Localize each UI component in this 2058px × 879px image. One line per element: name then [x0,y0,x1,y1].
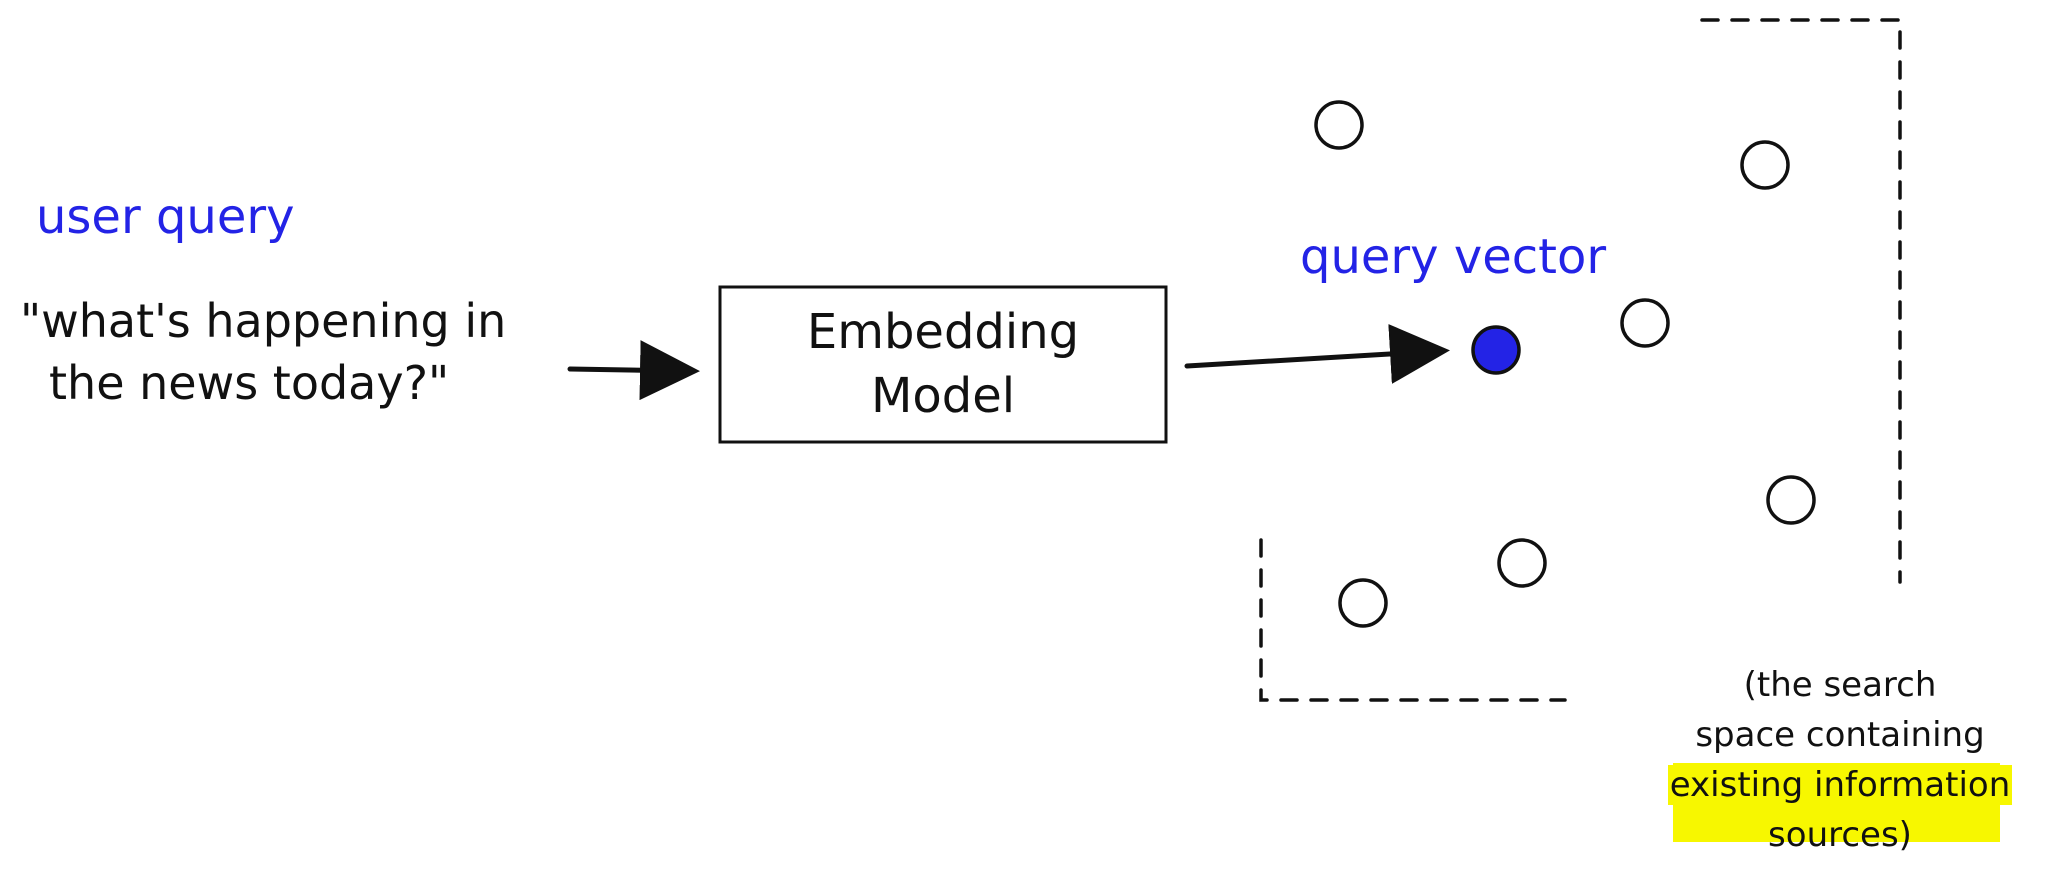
search-space-note-line-1: (the search [1743,665,1937,705]
search-space-note-line-3: existing information [1650,760,2030,810]
vector-point [1338,578,1388,628]
search-space-note: (the search space containing existing in… [1650,660,2030,860]
user-query-label: user query [36,189,295,245]
search-space-note-line-2: space containing [1695,715,1985,755]
search-space-bracket-top-right [1700,18,1902,584]
query-vector-label: query vector [1300,229,1607,285]
embedding-model-label: Embedding Model [720,300,1166,428]
query-vector-point [1471,325,1521,375]
model-to-vector-arrow [1184,324,1450,384]
embedding-model-line-1: Embedding [806,304,1080,360]
embedding-model-line-2: Model [870,368,1016,424]
vector-point [1497,538,1547,588]
highlighted-existing-information: existing information [1667,765,2013,805]
query-text: "what's happening in the news today?" [20,290,570,414]
query-text-line-1: "what's happening in [20,294,507,348]
search-space-bracket-bottom-left [1259,538,1567,702]
vector-point [1620,298,1670,348]
search-space-note-line-4: sources) [1768,815,1912,855]
embedding-model-box [718,285,1168,444]
query-text-line-2: the news today?" [49,356,450,410]
query-to-model-arrow [567,340,700,401]
vector-point [1766,475,1816,525]
vector-point [1314,100,1364,150]
vector-point [1740,140,1790,190]
